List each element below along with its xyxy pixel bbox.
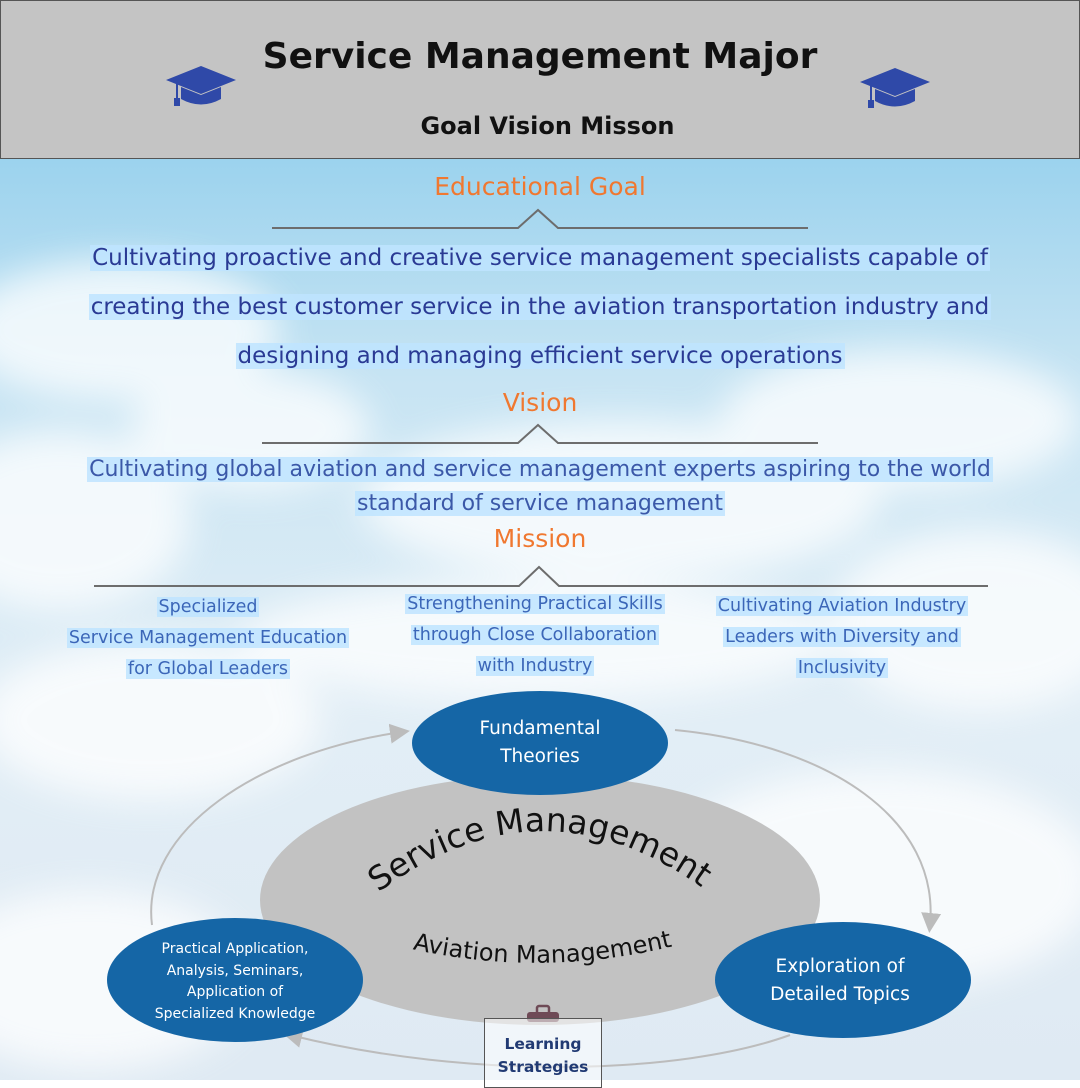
divider-line [272,208,808,229]
node-label-line: Detailed Topics [770,984,910,1005]
mission-line: for Global Leaders [125,659,291,679]
node-label-line: Fundamental [479,718,601,739]
educational-goal-text: Cultivating proactive and creative servi… [60,234,1020,381]
mission-item-industry-collaboration: Strengthening Practical Skills through C… [380,589,690,682]
mission-line: Strengthening Practical Skills [405,594,665,614]
node-label-line: Exploration of [775,956,905,977]
center-ellipse [260,775,820,1025]
mission-line: Inclusivity [795,658,889,678]
page-subtitle: Goal Vision Misson [420,112,675,140]
node-label-line: Application of [186,984,284,1000]
mission-line: through Close Collaboration [410,625,660,645]
learning-strategies-label: Learning Strategies [484,1033,602,1079]
node-label-line: Theories [500,746,580,767]
goal-line: designing and managing efficient service… [235,343,845,369]
graduation-cap-icon [166,66,236,106]
fundamental-theories-label: Fundamental Theories [440,715,640,771]
node-label-line: Analysis, Seminars, [166,962,304,979]
divider-line [262,423,818,444]
goal-line: creating the best customer service in th… [88,294,992,320]
exploration-label: Exploration of Detailed Topics [740,953,940,1009]
mission-line: with Industry [475,656,595,676]
learning-strategies-line: Strategies [497,1058,589,1076]
mission-line: Cultivating Aviation Industry [715,596,969,616]
learning-cycle-diagram: Service Management Aviation Management [107,691,971,1068]
vision-line: Cultivating global aviation and service … [87,457,993,482]
goal-line: Cultivating proactive and creative servi… [90,245,990,271]
learning-strategies-box [484,1018,602,1088]
vision-line: standard of service management [355,491,725,516]
practical-application-label: Practical Application, Analysis, Seminar… [130,939,340,1025]
cycle-arrow [150,723,410,926]
mission-line: Service Management Education [66,628,350,648]
learning-strategies-line: Learning [504,1035,582,1053]
vision-heading: Vision [502,388,578,417]
divider-line [94,565,988,587]
node-exploration [715,922,971,1038]
mission-item-diversity: Cultivating Aviation Industry Leaders wi… [697,591,987,684]
mission-heading: Mission [493,524,587,553]
page-title: Service Management Major [262,36,818,77]
educational-goal-heading: Educational Goal [434,172,646,201]
graduation-cap-icon [860,68,930,108]
node-practical-application [107,918,363,1042]
mission-line: Specialized [156,597,260,617]
node-label-line: Specialized Knowledge [154,1005,316,1022]
node-fundamental-theories [412,691,668,795]
node-label-line: Practical Application, [161,941,309,957]
cycle-arrow [674,729,942,933]
vision-text: Cultivating global aviation and service … [70,453,1010,521]
mission-item-global-leaders: Specialized Service Management Education… [48,592,368,685]
mission-line: Leaders with Diversity and [723,627,961,647]
